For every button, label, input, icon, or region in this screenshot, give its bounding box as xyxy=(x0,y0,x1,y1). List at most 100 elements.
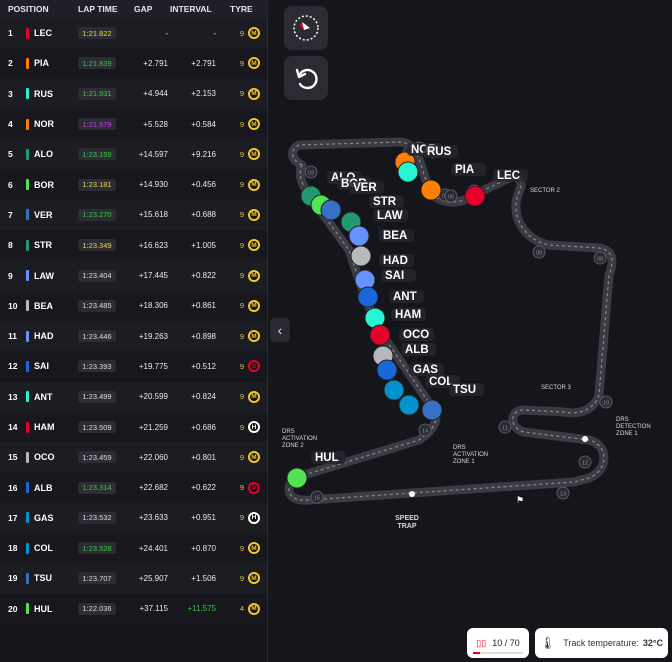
position-number: 16 xyxy=(8,482,18,493)
tyre-age: 9 xyxy=(239,240,244,250)
interval-value: +0.822 xyxy=(191,271,216,281)
tyre-compound-icon: H xyxy=(248,511,260,524)
position-number: 10 xyxy=(8,300,18,311)
sector-2-label: SECTOR 2 xyxy=(530,188,561,194)
position-number: 4 xyxy=(8,119,13,130)
lap-time: 1:22.036 xyxy=(78,602,116,615)
lap-time: 1:23.181 xyxy=(78,178,116,191)
team-color-bar xyxy=(26,27,29,39)
team-color-bar xyxy=(26,239,29,251)
position-number: 19 xyxy=(8,573,18,584)
tyre-compound-icon: M xyxy=(248,208,260,221)
car-marker[interactable]: COL xyxy=(398,375,460,416)
turn-marker: 13 xyxy=(556,486,570,500)
driver-code: NOR xyxy=(34,119,54,130)
car-marker[interactable]: RUS xyxy=(397,145,458,183)
driver-code: HAD xyxy=(34,331,54,342)
tyre-age: 9 xyxy=(239,58,244,68)
interval-value: +0.898 xyxy=(191,331,216,341)
tyre-compound-icon: M xyxy=(248,542,260,555)
team-color-bar xyxy=(26,57,29,69)
reset-view-button[interactable] xyxy=(284,56,328,100)
team-color-bar xyxy=(26,179,29,191)
lap-counter: ▯▯ 10 / 70 xyxy=(467,628,529,658)
car-marker[interactable]: HAM xyxy=(369,308,426,346)
team-color-bar xyxy=(26,330,29,342)
team-color-bar xyxy=(26,512,29,524)
interval-value: +0.801 xyxy=(191,452,216,462)
car-marker[interactable]: BEA xyxy=(350,229,414,267)
tyre-compound-icon: M xyxy=(248,57,260,70)
interval-value: +0.686 xyxy=(191,422,216,432)
track-temperature: 🌡 Track temperature: 32°C xyxy=(535,628,668,658)
car-marker[interactable]: SAI xyxy=(357,269,416,308)
tyre-compound-icon: M xyxy=(248,148,260,161)
svg-text:11: 11 xyxy=(502,426,508,432)
lap-time: 1:23.314 xyxy=(78,481,116,494)
car-marker[interactable]: PIA xyxy=(420,163,486,201)
lap-time: 1:21.579 xyxy=(78,118,116,131)
gap-value: +19.263 xyxy=(138,331,168,341)
car-marker[interactable]: LAW xyxy=(348,209,408,247)
driver-code: SAI xyxy=(34,361,50,372)
car-label: LAW xyxy=(377,210,403,222)
position-number: 9 xyxy=(8,270,13,281)
collapse-panel-button[interactable]: ‹ xyxy=(270,318,290,342)
car-marker[interactable]: ALB xyxy=(376,343,436,381)
tyre-age: 9 xyxy=(239,543,244,553)
header-lap-time: LAP TIME xyxy=(78,4,118,14)
car-marker[interactable]: LEC xyxy=(464,169,528,207)
lap-time: 1:23.509 xyxy=(78,421,116,433)
car-label: LEC xyxy=(497,170,520,182)
car-marker[interactable]: HAD xyxy=(354,254,414,291)
car-marker[interactable]: ANT xyxy=(364,290,424,329)
tyre-age: 9 xyxy=(239,119,244,129)
driver-code: ANT xyxy=(34,391,53,402)
compass-button[interactable] xyxy=(284,6,328,50)
team-color-bar xyxy=(26,451,29,463)
lap-progress-track xyxy=(473,652,523,654)
gap-value: +15.618 xyxy=(138,210,168,220)
car-marker[interactable]: VER xyxy=(320,181,384,221)
lap-time: 1:23.349 xyxy=(78,239,116,252)
car-marker[interactable]: GAS xyxy=(383,363,444,401)
car-marker[interactable]: TSU xyxy=(421,383,484,421)
chevron-left-icon: ‹ xyxy=(277,322,283,338)
car-label: GAS xyxy=(413,364,438,376)
turn-marker: 11 xyxy=(498,420,512,434)
svg-text:03: 03 xyxy=(308,171,314,177)
interval-value: +2.153 xyxy=(191,89,216,99)
driver-code: RUS xyxy=(34,88,54,99)
thermometer-icon: 🌡 xyxy=(539,636,556,650)
position-number: 15 xyxy=(8,452,18,463)
tyre-compound-icon: M xyxy=(248,572,260,585)
lap-time: 1:23.707 xyxy=(78,572,116,585)
gap-value: +14.930 xyxy=(138,180,168,190)
car-marker[interactable]: HUL xyxy=(286,451,346,489)
lap-time: 1:21.839 xyxy=(78,57,116,70)
